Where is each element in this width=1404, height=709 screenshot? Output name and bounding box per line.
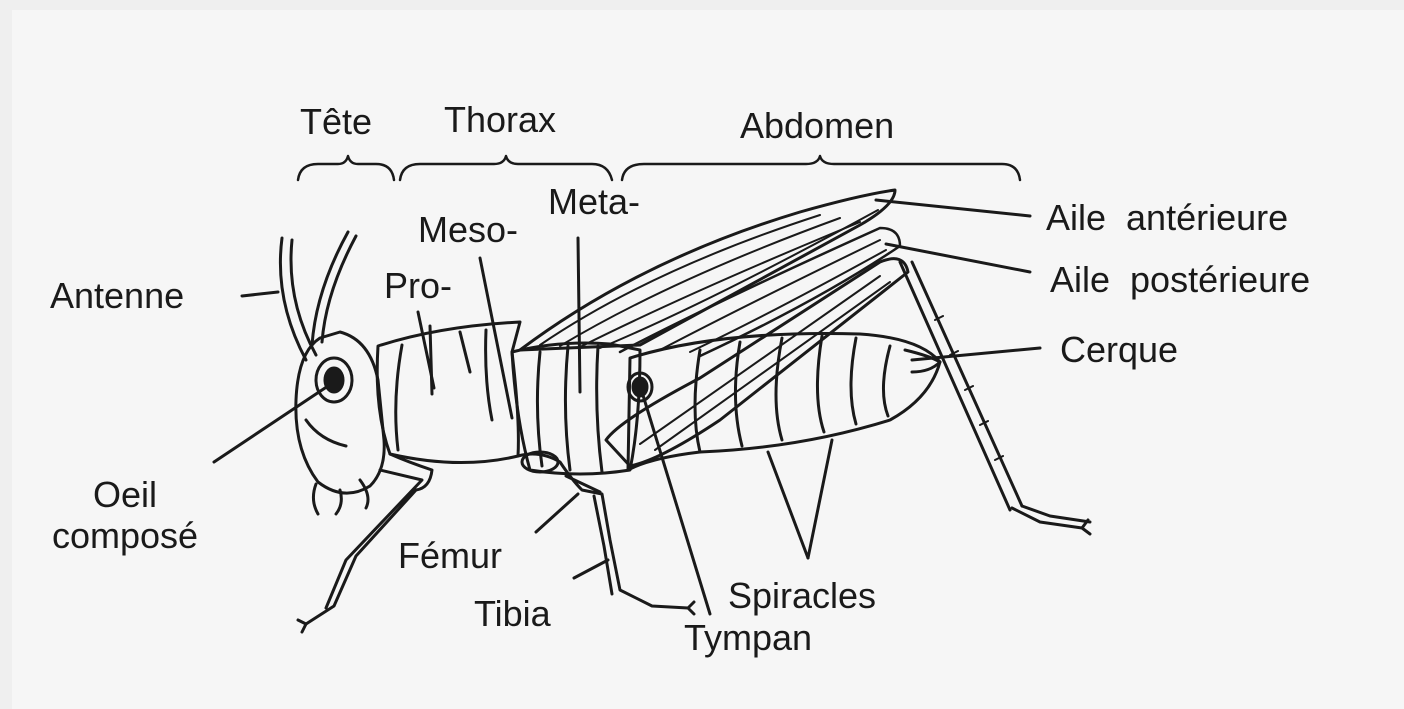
label-hindwing: Aile postérieure: [1050, 262, 1310, 298]
pronotum: [377, 322, 520, 463]
mid-leg: [518, 454, 688, 608]
label-cercus: Cerque: [1060, 332, 1178, 368]
label-femur: Fémur: [398, 538, 502, 574]
body: [296, 322, 940, 514]
label-thorax: Thorax: [444, 102, 556, 138]
label-head: Tête: [300, 104, 372, 140]
label-compound-eye: Oeil composé: [52, 474, 198, 557]
abdomen-shape: [628, 334, 940, 471]
label-meso: Meso-: [418, 212, 518, 248]
label-antenna: Antenne: [50, 278, 184, 314]
head-shape: [296, 332, 384, 493]
label-pro: Pro-: [384, 268, 452, 304]
abdomen-brace: [622, 156, 1020, 180]
label-tibia: Tibia: [474, 596, 551, 632]
label-meta: Meta-: [548, 184, 640, 220]
cercus-shape: [905, 350, 940, 372]
hind-tibia: [900, 262, 1022, 510]
thorax-brace: [400, 156, 612, 180]
spiracles-pointer-1: [768, 452, 808, 558]
forewing-pointer: [876, 200, 1030, 216]
hind-tarsus: [1012, 506, 1090, 534]
label-abdomen: Abdomen: [740, 108, 894, 144]
spiracles-pointer-2: [808, 440, 832, 558]
label-forewing: Aile antérieure: [1046, 200, 1288, 236]
section-braces: [298, 156, 1020, 180]
pointer-lines: [214, 200, 1040, 614]
label-tympanum: Tympan: [684, 620, 812, 656]
antenna-pointer: [242, 292, 278, 296]
label-spiracles: Spiracles: [728, 578, 876, 614]
femur-pointer: [536, 494, 578, 532]
head-brace: [298, 156, 394, 180]
meta-pointer: [578, 238, 580, 392]
tibia-pointer: [574, 560, 608, 578]
tympan-pointer: [642, 392, 710, 614]
